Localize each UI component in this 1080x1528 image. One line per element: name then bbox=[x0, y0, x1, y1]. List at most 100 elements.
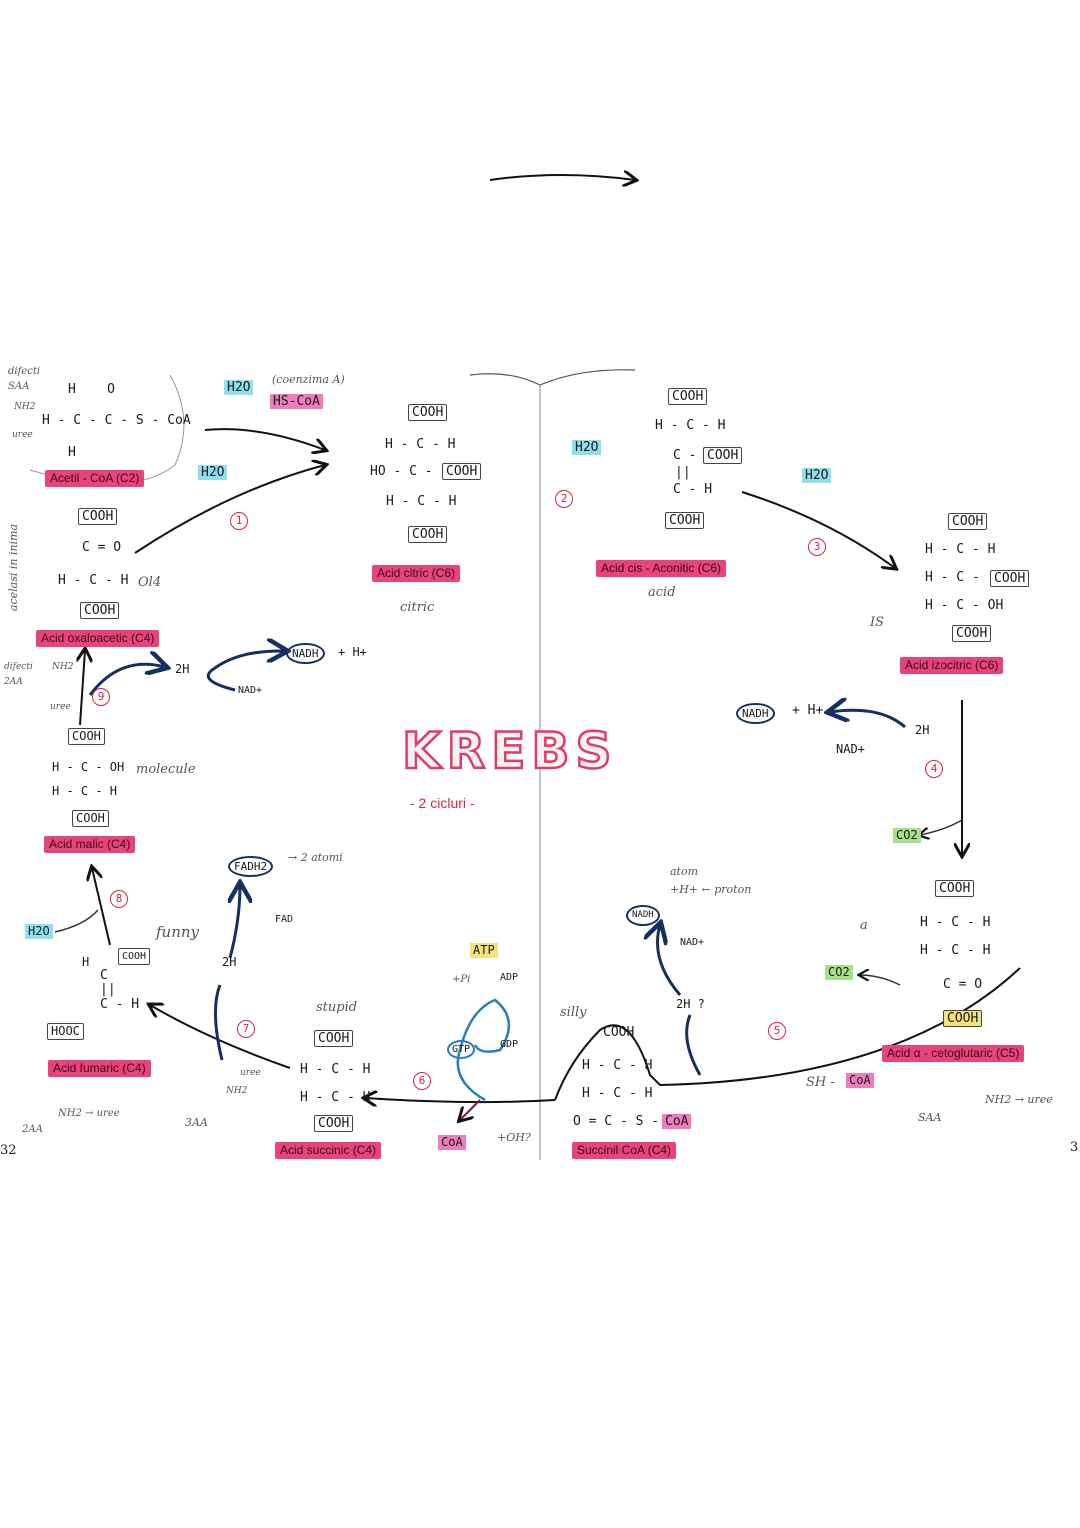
nad-5: NAD+ bbox=[680, 937, 705, 948]
isocitric-h-c: H - C - bbox=[925, 570, 980, 585]
water-2: H2O bbox=[572, 440, 602, 455]
arrow-8-water bbox=[54, 909, 99, 933]
isocitric-cooh-1: COOH bbox=[948, 513, 988, 530]
arrow-7-fadh bbox=[213, 885, 240, 1061]
oxalo-cooh-1: COOH bbox=[78, 508, 118, 525]
malic-h-c-h: H - C - H bbox=[52, 784, 118, 798]
cis-aconitic-label: Acid cis - Aconitic (C6) bbox=[596, 560, 727, 577]
oxalo-h-c-h: H - C - H bbox=[58, 573, 129, 588]
note-9-aa: difecti 2AA bbox=[4, 662, 33, 687]
fumaric-c-h: C - H bbox=[100, 997, 140, 1012]
aconitic-c-h: C - H bbox=[673, 482, 713, 497]
step-1-number: 1 bbox=[230, 512, 248, 530]
oxalo-note: Ol4 bbox=[138, 575, 162, 590]
nadh-5: NADH bbox=[626, 905, 660, 926]
water-8: H2O bbox=[25, 924, 53, 939]
fumaric-nh2: NH2 → uree bbox=[58, 1108, 120, 1119]
akg-cooh-1: COOH bbox=[935, 880, 975, 897]
fadh2: FADH2 bbox=[228, 856, 274, 877]
malic-label: Acid malic (C4) bbox=[44, 836, 136, 853]
oh-note: +OH? bbox=[497, 1131, 531, 1144]
co2-4: CO2 bbox=[893, 828, 921, 843]
co2-5: CO2 bbox=[825, 965, 853, 980]
h-plus-4: + H+ bbox=[792, 703, 824, 718]
citric-h-c-h-2: H - C - H bbox=[386, 494, 457, 509]
citric-h-c-h-1: H - C - H bbox=[385, 437, 456, 452]
fumaric-c1: C bbox=[100, 968, 108, 983]
sh-group: SH - bbox=[806, 1075, 835, 1090]
succinic-note: stupid bbox=[316, 1000, 358, 1015]
citric-cooh-1: COOH bbox=[408, 404, 448, 421]
akg-nh2: NH2 → uree bbox=[985, 1093, 1053, 1106]
akg-note: a bbox=[860, 918, 868, 933]
nad-4: NAD+ bbox=[836, 742, 865, 756]
succinic-label: Acid succinic (C4) bbox=[275, 1142, 382, 1159]
succinyl-h-c-h-2: H - C - H bbox=[582, 1086, 653, 1101]
gdp: GDP bbox=[500, 1039, 519, 1050]
citric-cooh-3: COOH bbox=[408, 526, 448, 543]
page-subtitle: - 2 cicluri - bbox=[410, 795, 475, 811]
atp: ATP bbox=[470, 943, 498, 958]
coa-5: CoA bbox=[846, 1073, 874, 1088]
acetyl-formula-top: H O bbox=[68, 382, 115, 397]
succinyl-coa-group: CoA bbox=[662, 1114, 692, 1129]
page-top-edge bbox=[469, 369, 636, 386]
aconitic-h-c-h: H - C - H bbox=[655, 418, 726, 433]
note-uree: uree bbox=[12, 430, 33, 440]
acetyl-formula-bottom: H bbox=[68, 445, 76, 460]
arrow-step6 bbox=[365, 1098, 556, 1102]
fadh2-note: → 2 atomi bbox=[288, 851, 343, 864]
water-1-top: H2O bbox=[224, 380, 254, 395]
isocitric-label: Acid izocitric (C6) bbox=[900, 657, 1004, 674]
page-number-left: 32 bbox=[0, 1143, 17, 1158]
succinyl-coa-label: Succinil CoA (C4) bbox=[572, 1142, 677, 1159]
fumaric-aa: 2AA bbox=[22, 1124, 43, 1135]
hs-coa: HS-CoA bbox=[270, 394, 323, 409]
aconitic-cooh-3: COOH bbox=[665, 512, 705, 529]
succinic-cooh-2: COOH bbox=[314, 1115, 354, 1132]
akg-cooh-2: COOH bbox=[943, 1010, 983, 1027]
isocitric-note: IS bbox=[870, 615, 885, 630]
malic-h-c-oh: H - C - OH bbox=[52, 760, 125, 774]
note-9-nh2: NH2 bbox=[52, 662, 74, 672]
succinic-h-c-h-1: H - C - H bbox=[300, 1062, 371, 1077]
step-5-number: 5 bbox=[768, 1022, 786, 1040]
akg-saa: SAA bbox=[918, 1111, 942, 1124]
citric-cooh-2: COOH bbox=[442, 463, 482, 480]
step-8-number: 8 bbox=[110, 890, 128, 908]
succinic-h-c-h-2: H - C - H bbox=[300, 1090, 371, 1105]
arrow-1-top bbox=[204, 428, 325, 450]
step-9-number: 9 bbox=[92, 688, 110, 706]
oxalo-cooh-2: COOH bbox=[80, 602, 120, 619]
step-4-number: 4 bbox=[925, 760, 943, 778]
succinyl-h-c-h-1: H - C - H bbox=[582, 1058, 653, 1073]
arrow-1 bbox=[134, 465, 325, 554]
akg-h-c-h-1: H - C - H bbox=[920, 915, 991, 930]
aconitic-note: acid bbox=[648, 585, 676, 600]
succinyl-o-c-s: O = C - S - bbox=[573, 1114, 660, 1129]
citric-note: citric bbox=[400, 600, 435, 615]
fumaric-double-bond: || bbox=[100, 982, 116, 997]
note-nh2: NH2 bbox=[14, 402, 36, 412]
page-title: KREBS bbox=[401, 721, 618, 782]
arrow-4-nadh bbox=[830, 710, 906, 729]
step-6-number: 6 bbox=[413, 1072, 431, 1090]
arrow-step9 bbox=[80, 650, 85, 726]
two-h-5: 2H ? bbox=[676, 997, 705, 1011]
malic-cooh-1: COOH bbox=[68, 728, 105, 745]
fad: FAD bbox=[275, 914, 294, 925]
malic-note: molecule bbox=[136, 762, 196, 777]
nad-9: NAD+ bbox=[238, 685, 263, 696]
atom-note: atom bbox=[670, 865, 699, 878]
gtp-cycle bbox=[456, 998, 510, 1102]
page-number-right: 3 bbox=[1070, 1140, 1079, 1155]
arrow-step5 bbox=[554, 967, 1021, 1101]
citric-label: Acid citric (C6) bbox=[372, 565, 461, 582]
isocitric-cooh-3: COOH bbox=[952, 625, 992, 642]
succinyl-note: silly bbox=[560, 1005, 587, 1020]
succinic-nh2: NH2 bbox=[226, 1086, 248, 1096]
arrow-5-co2 bbox=[860, 975, 901, 986]
oxalo-c-o: C = O bbox=[82, 540, 122, 555]
